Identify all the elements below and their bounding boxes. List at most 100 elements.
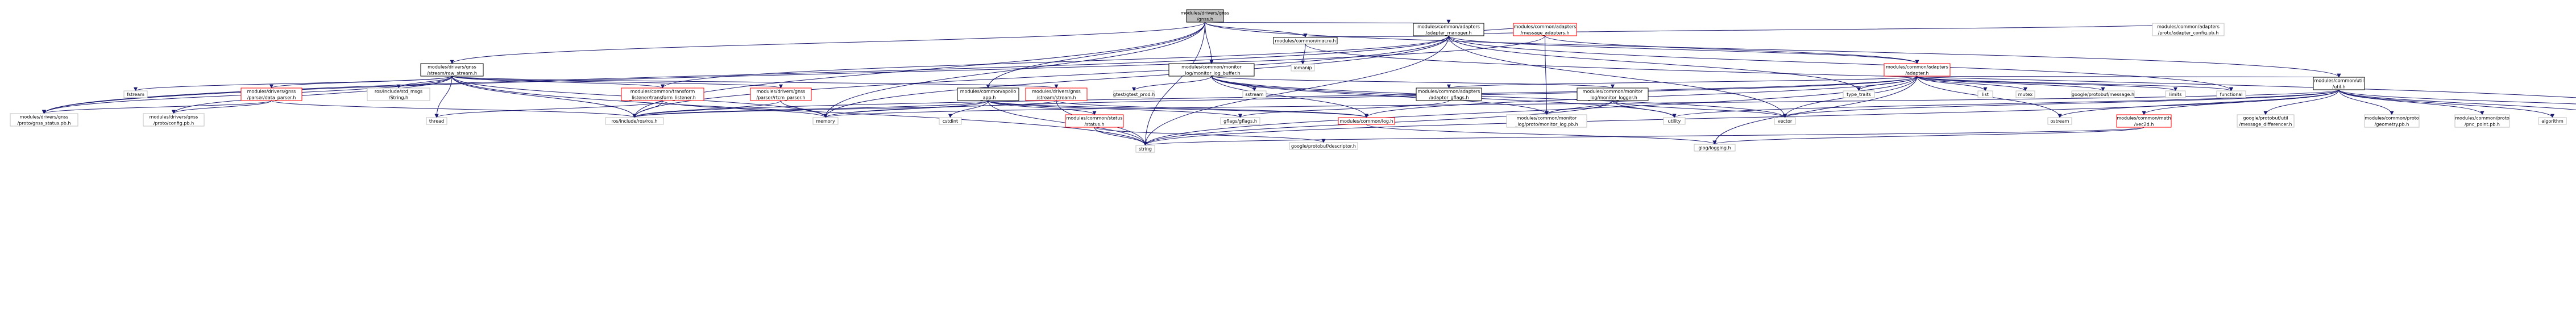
node-label-line: modules/drivers/gnss	[1032, 89, 1081, 94]
edge-util_h-to-message_differencer	[2263, 89, 2339, 115]
node-label-line: /stream/stream.h	[1036, 95, 1076, 101]
node-label-line: modules/common/adapters	[1514, 24, 1577, 30]
edge-adapter_manager_h-to-transform_listener_h	[661, 35, 1449, 89]
node-label-line: modules/common/adapters	[1417, 24, 1480, 30]
edge-data_parser_h-to-ros_h	[271, 100, 637, 118]
node-monitor_log_buffer_h[interactable]: modules/common/monitor_log/monitor_log_b…	[1168, 63, 1255, 77]
node-label-line: modules/drivers/gnss	[428, 65, 476, 70]
node-iomanip[interactable]: iomanip	[1291, 64, 1315, 72]
node-std_msgs_string[interactable]: ros/include/std_msgs/String.h	[367, 87, 430, 101]
node-box-protobuf_message	[2071, 90, 2135, 98]
node-type_traits[interactable]: type_traits	[1843, 90, 1875, 98]
node-monitor_logger_h[interactable]: modules/common/monitor_log/monitor_logge…	[1577, 87, 1649, 101]
node-ostream[interactable]: ostream	[2047, 117, 2072, 125]
node-protobuf_descriptor[interactable]: google/protobuf/descriptor.h	[1289, 142, 1358, 150]
node-gnss_status_pb[interactable]: modules/drivers/gnss/proto/gnss_status.p…	[10, 113, 78, 127]
edge-monitor_log_buffer_h-to-monitor_logger_h	[1211, 76, 1615, 89]
edge-monitor_logger_h-to-utility	[1612, 100, 1677, 118]
edge-apollo_app_h-to-ros_h	[632, 100, 989, 118]
node-label-line: modules/common/apollo	[960, 89, 1017, 94]
node-thread[interactable]: thread	[426, 117, 447, 125]
node-pnc_point_pb[interactable]: modules/common/proto/pnc_point.pb.h	[2454, 114, 2510, 128]
node-label-line: /gnss.h	[1197, 17, 1213, 22]
node-label-line: /parser/data_parser.h	[247, 95, 296, 101]
node-stream_h[interactable]: modules/drivers/gnss/stream/stream.h	[1025, 87, 1088, 101]
node-box-std_msgs_string	[367, 87, 430, 101]
node-glog_logging[interactable]: glog/logging.h	[1694, 144, 1736, 152]
edge-adapter_h-to-memory	[823, 76, 1918, 118]
node-gnss_h[interactable]: modules/drivers/gnss/gnss.h	[1181, 9, 1230, 23]
node-mutex[interactable]: mutex	[2015, 90, 2035, 98]
node-adapter_config_pb[interactable]: modules/common/adapters/proto/adapter_co…	[2152, 23, 2225, 36]
node-glext_proto[interactable]: gtest/gtest_prod.h	[1113, 90, 1155, 98]
edge-transform_listener_h-to-thread	[434, 100, 663, 118]
node-monitor_log_pb[interactable]: modules/common/monitor_log/proto/monitor…	[1506, 114, 1587, 128]
edge-stream_h-to-log_h	[1056, 100, 1368, 118]
node-vec2d_h[interactable]: modules/common/math/vec2d.h	[2116, 114, 2172, 128]
node-status_h[interactable]: modules/common/status/status.h	[1065, 114, 1124, 128]
node-macro_h[interactable]: modules/common/macro.h	[1273, 37, 1338, 44]
node-label-line: modules/common/adapters	[1418, 89, 1480, 94]
node-data_parser_h[interactable]: modules/drivers/gnss/parser/data_parser.…	[240, 87, 302, 101]
node-functional[interactable]: functional	[2216, 90, 2246, 98]
node-vector[interactable]: vector	[1774, 117, 1796, 125]
node-label-line: _listener/transform_listener.h	[629, 95, 696, 101]
node-utility[interactable]: utility	[1663, 117, 1686, 125]
node-config_pb[interactable]: modules/drivers/gnss/proto/config.pb.h	[143, 113, 205, 127]
node-adapter_manager_h[interactable]: modules/common/adapters/adapter_manager.…	[1413, 23, 1484, 36]
node-rtcm_parser_h[interactable]: modules/drivers/gnss/parser/rtcm_parser.…	[750, 87, 812, 101]
node-util_h[interactable]: modules/common/util/util.h	[2313, 77, 2365, 90]
edge-apollo_app_h-to-log_h	[988, 100, 1368, 118]
node-label-line: thread	[429, 119, 444, 124]
node-box-protobuf_descriptor	[1289, 142, 1358, 150]
node-box-thread	[426, 117, 447, 125]
node-box-cstdint	[939, 117, 962, 125]
edge-adapter_manager_h-to-vector	[1448, 35, 1787, 118]
node-label-line: modules/common/monitor	[1583, 89, 1643, 94]
node-message_differencer[interactable]: google/protobuf/util/message_differencer…	[2237, 114, 2295, 128]
node-label-line: fstream	[127, 92, 144, 97]
node-label-line: /adapter_manager.h	[1426, 31, 1472, 36]
node-adapter_gflags_h[interactable]: modules/common/adapters/adapter_gflags.h	[1416, 87, 1482, 101]
node-fstream[interactable]: fstream	[123, 90, 148, 98]
edge-util_h-to-vector	[1783, 89, 2339, 118]
node-gflags_h[interactable]: gflags/gflags.h	[1220, 117, 1260, 125]
node-list[interactable]: list	[1977, 90, 1993, 98]
edge-adapter_h-to-string	[1143, 76, 1918, 146]
node-label-line: modules/common/proto	[2455, 116, 2509, 121]
node-adapter_h[interactable]: modules/common/adapters/adapter.h	[1884, 63, 1951, 77]
node-label-line: /String.h	[389, 95, 408, 101]
node-protobuf_message[interactable]: google/protobuf/message.h	[2071, 90, 2135, 98]
node-label-line: modules/common/adapters	[1886, 65, 1948, 70]
node-string[interactable]: string	[1135, 145, 1155, 153]
node-apollo_app_h[interactable]: modules/common/apollo_app.h	[957, 87, 1019, 101]
node-box-gnss_status_pb	[10, 113, 78, 127]
node-transform_listener_h[interactable]: modules/common/transform_listener/transf…	[621, 87, 704, 101]
node-box-monitor_log_pb	[1506, 114, 1587, 128]
edge-apollo_app_h-to-cstdint	[948, 100, 989, 118]
node-label-line: gtest/gtest_prod.h	[1113, 92, 1155, 97]
node-ros_h[interactable]: ros/include/ros/ros.h	[605, 117, 664, 125]
node-memory[interactable]: memory	[812, 117, 839, 125]
node-label-line: _log/proto/monitor_log.pb.h	[1515, 122, 1578, 127]
node-label-line: modules/drivers/gnss	[1181, 11, 1230, 16]
edge-macro_h-to-perception_obstacle_pb	[1305, 44, 2576, 98]
node-algorithm[interactable]: algorithm	[2538, 117, 2567, 125]
node-label-line: /pnc_point.pb.h	[2465, 122, 2500, 127]
edge-adapter_manager_h-to-string	[1143, 35, 1449, 146]
node-log_h[interactable]: modules/common/log.h	[1338, 117, 1395, 125]
edge-monitor_log_buffer_h-to-vector	[1211, 76, 1787, 118]
node-box-functional	[2216, 90, 2246, 98]
edge-adapter_h-to-protobuf_message	[1917, 76, 2105, 91]
node-box-iomanip	[1291, 64, 1315, 72]
node-limits[interactable]: limits	[2165, 90, 2186, 98]
node-cstdint[interactable]: cstdint	[939, 117, 962, 125]
node-raw_stream_h[interactable]: modules/drivers/gnss/stream/raw_stream.h	[420, 63, 484, 77]
edge-monitor_logger_h-to-vector	[1612, 100, 1787, 118]
node-label-line: modules/common/log.h	[1339, 119, 1393, 124]
node-geometry_pb[interactable]: modules/common/proto/geometry.pb.h	[2364, 114, 2420, 128]
node-message_adapters_h[interactable]: modules/common/adapters/message_adapters…	[1513, 23, 1577, 36]
node-sstream[interactable]: sstream	[1242, 90, 1267, 98]
edge-gnss_h-to-string	[1143, 22, 1205, 146]
edge-util_h-to-utility	[1672, 89, 2339, 118]
